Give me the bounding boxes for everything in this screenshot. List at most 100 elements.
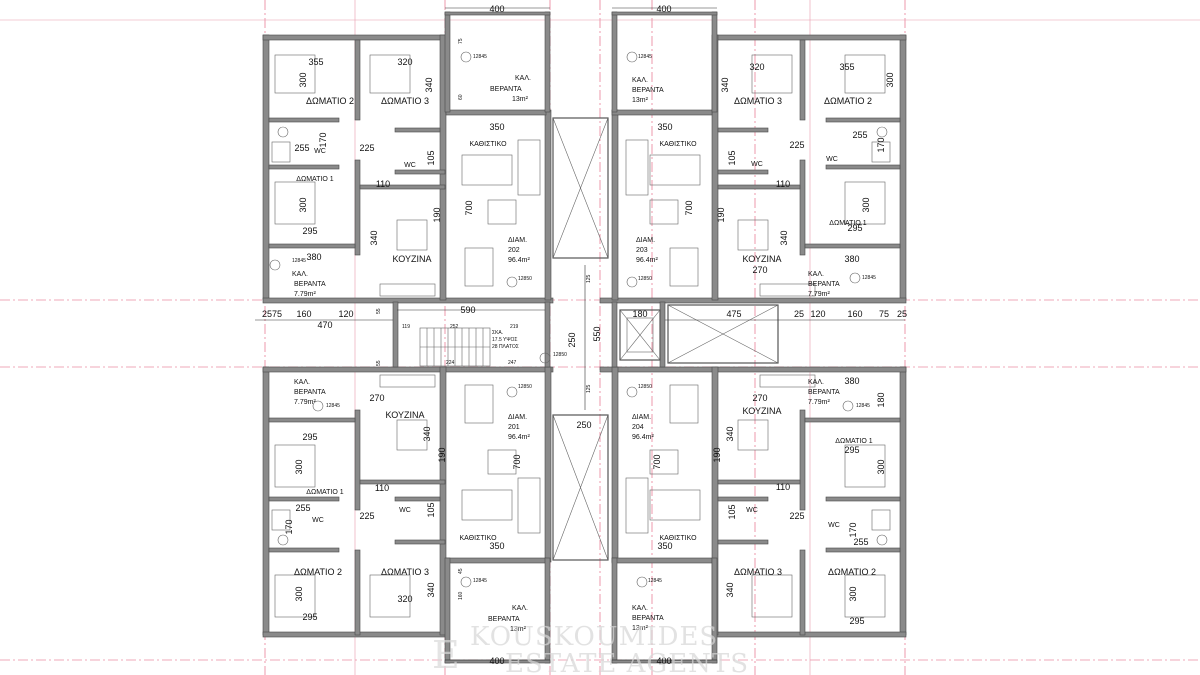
- dim: 700: [684, 200, 694, 215]
- dim: 105: [727, 504, 737, 519]
- stair-note: ΣΚΑ.: [492, 330, 503, 336]
- dim: 295: [849, 616, 864, 626]
- dim: 255: [295, 503, 310, 513]
- room-label: WC: [751, 161, 763, 168]
- dim: 300: [294, 586, 304, 601]
- dim: 160: [847, 309, 862, 319]
- dim: 340: [424, 77, 434, 92]
- dim: 225: [359, 511, 374, 521]
- level-label: 12850: [518, 276, 532, 282]
- watermark-line2: ESTATE AGENTS: [505, 649, 749, 675]
- dim: 590: [460, 305, 475, 315]
- dim: 45: [458, 568, 464, 574]
- dim: 55: [376, 360, 382, 366]
- area-label: 13m²: [510, 626, 527, 633]
- dim: 340: [422, 426, 432, 441]
- dim: 224: [446, 360, 455, 366]
- room-label: ΔΩΜΑΤΙΟ 3: [381, 96, 429, 106]
- room-label: ΔΩΜΑΤΙΟ 1: [306, 489, 343, 496]
- dim: 350: [489, 122, 504, 132]
- room-label: ΚΟΥΖΙΝΑ: [393, 254, 432, 264]
- dim: 470: [317, 320, 332, 330]
- dim: 160: [296, 309, 311, 319]
- dim: 247: [508, 360, 517, 366]
- dim: 219: [510, 324, 519, 330]
- dim: 110: [375, 483, 389, 493]
- dim: 110: [376, 179, 390, 189]
- dim: 190: [432, 207, 442, 222]
- level-label: 12850: [553, 352, 567, 358]
- area-label: 7.79m²: [294, 399, 316, 406]
- level-label: 12845: [292, 258, 306, 264]
- level-label: 12850: [638, 384, 652, 390]
- room-label: ΔΩΜΑΤΙΟ 2: [306, 96, 354, 106]
- level-label: 12845: [326, 403, 340, 409]
- veranda-label: ΒΕΡΑΝΤΑ: [294, 389, 326, 396]
- level-label: 12845: [638, 54, 652, 60]
- dim: 225: [789, 140, 804, 150]
- level-label: 12845: [862, 275, 876, 281]
- room-label: WC: [312, 517, 324, 524]
- veranda-label: ΚΑΛ.: [632, 605, 648, 612]
- dim: 250: [567, 332, 577, 347]
- room-label: WC: [314, 148, 326, 155]
- dim: 25: [897, 309, 907, 319]
- room-label: WC: [399, 507, 411, 514]
- dim: 160: [458, 591, 464, 600]
- dim: 340: [725, 582, 735, 597]
- dim: 125: [586, 384, 592, 393]
- veranda-label: ΚΑΛ.: [294, 379, 310, 386]
- dim: 125: [586, 274, 592, 283]
- room-label: ΔΩΜΑΤΙΟ 1: [829, 220, 866, 227]
- dim: 300: [861, 197, 871, 212]
- room-label: ΚΑΘΙΣΤΙΚΟ: [459, 535, 497, 542]
- room-label: ΔΩΜΑΤΙΟ 1: [835, 438, 872, 445]
- watermark: E KOUSKOUMIDES ESTATE AGENTS: [432, 622, 749, 675]
- dim: 170: [318, 132, 328, 147]
- area-label: 13m²: [512, 96, 529, 103]
- room-label: WC: [828, 522, 840, 529]
- dim: 225: [789, 511, 804, 521]
- apartment-number: 202: [508, 247, 520, 254]
- room-label: ΔΩΜΑΤΙΟ 2: [294, 567, 342, 577]
- dim: 255: [852, 130, 867, 140]
- dim: 475: [726, 309, 741, 319]
- dim-top-left-veranda: 400: [489, 4, 504, 14]
- dim: 350: [657, 122, 672, 132]
- dim: 180: [876, 392, 886, 407]
- dim: 320: [749, 62, 764, 72]
- level-label: 12845: [856, 403, 870, 409]
- room-label: ΔΩΜΑΤΙΟ 2: [824, 96, 872, 106]
- furniture: [271, 54, 891, 618]
- dim: 700: [512, 454, 522, 469]
- dim: 55: [376, 308, 382, 314]
- dim: 340: [369, 230, 379, 245]
- dim: 340: [779, 230, 789, 245]
- apartment-number: 203: [636, 247, 648, 254]
- stairs: [419, 139, 649, 534]
- dim: 75: [458, 38, 464, 44]
- room-label: ΚΟΥΖΙΝΑ: [743, 406, 782, 416]
- room-label: ΔΩΜΑΤΙΟ 3: [734, 96, 782, 106]
- apartment-area: 96.4m²: [508, 257, 530, 264]
- area-label: 13m²: [632, 97, 649, 104]
- dim: 550: [592, 326, 602, 341]
- veranda-label: ΚΑΛ.: [515, 75, 531, 82]
- dim: 355: [308, 57, 323, 67]
- room-label: WC: [746, 507, 758, 514]
- area-label: 7.79m²: [294, 291, 316, 298]
- dim: 60: [458, 94, 464, 100]
- veranda-label: ΚΑΛ.: [808, 271, 824, 278]
- dim: 190: [712, 447, 722, 462]
- dim: 295: [847, 223, 862, 233]
- level-label: 12845: [473, 54, 487, 60]
- level-label: 12845: [648, 578, 662, 584]
- dim-bottom-right-veranda: 400: [656, 656, 671, 666]
- dim: 700: [652, 454, 662, 469]
- room-label: ΔΩΜΑΤΙΟ 3: [734, 567, 782, 577]
- dim: 120: [810, 309, 825, 319]
- dim: 190: [716, 207, 726, 222]
- dim: 119: [402, 324, 410, 330]
- dim: 340: [426, 582, 436, 597]
